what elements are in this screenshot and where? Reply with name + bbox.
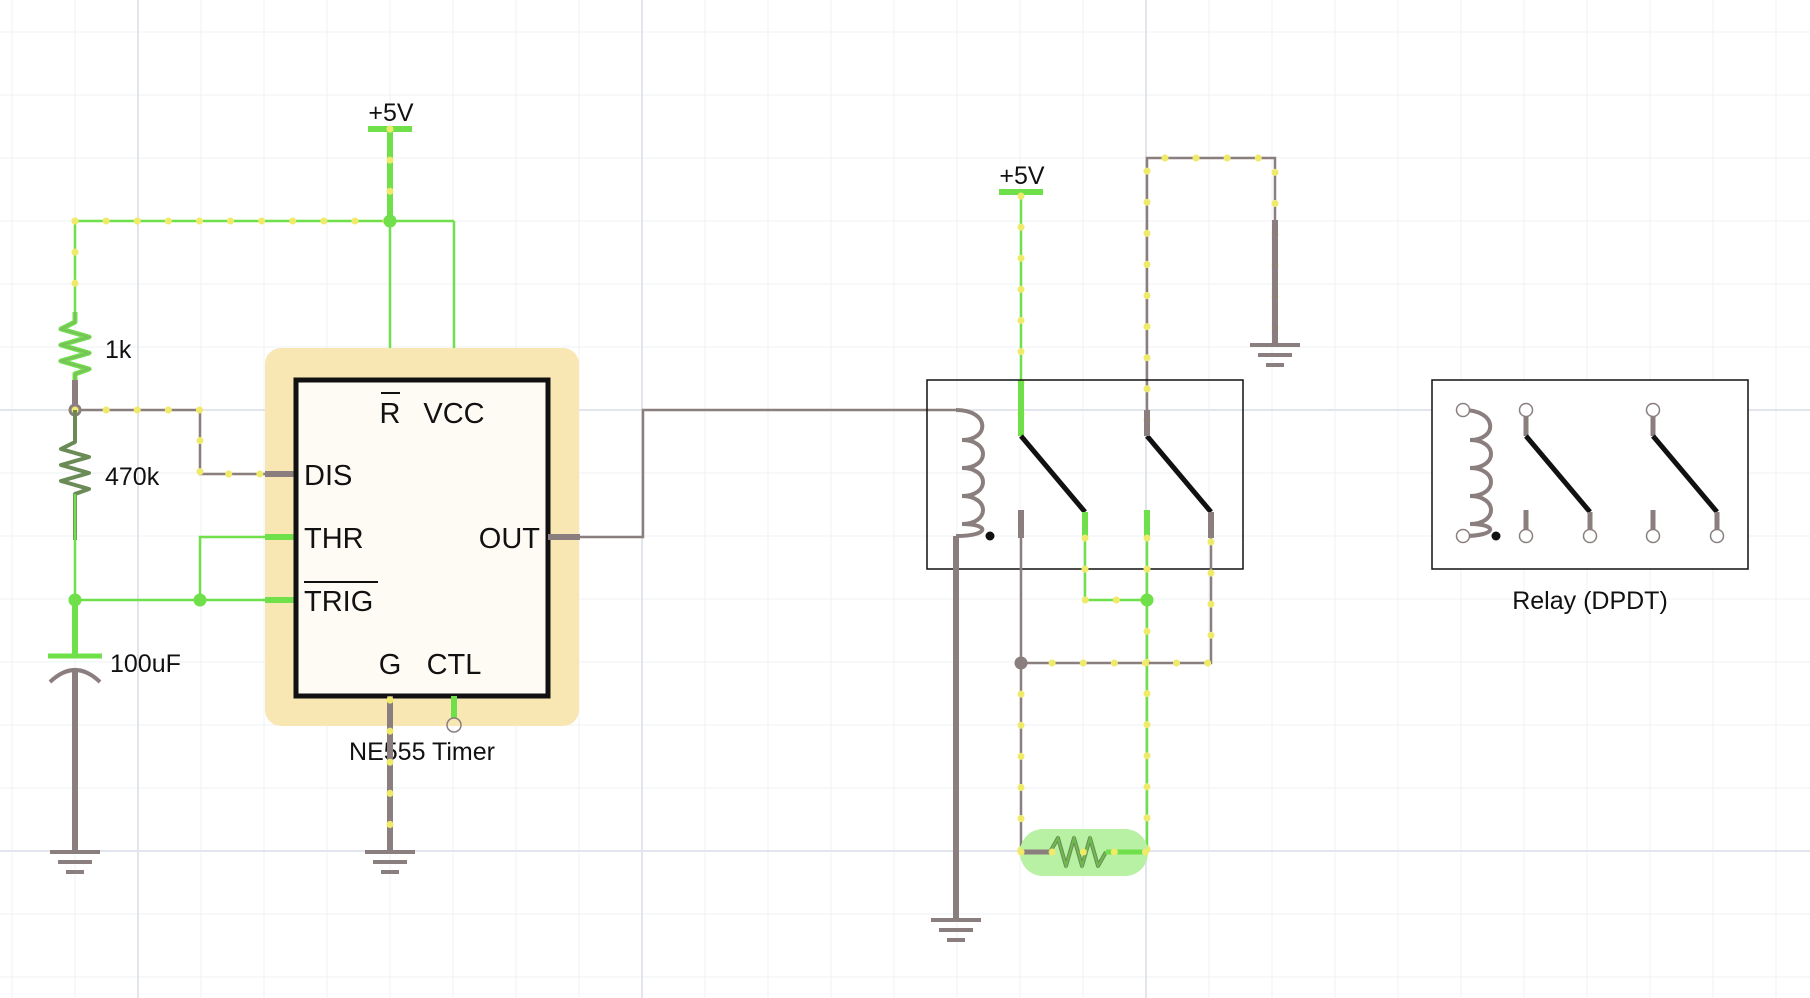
load-resistor[interactable] <box>1017 829 1151 876</box>
wire-thr[interactable] <box>198 535 296 600</box>
relay-switch-1 <box>1019 434 1087 514</box>
resistor-470k-label: 470k <box>105 463 160 491</box>
vcc-supply-left[interactable]: +5V <box>368 99 414 132</box>
pin-thr: THR <box>304 523 364 555</box>
resistor-470k[interactable]: 470k <box>59 410 160 540</box>
pin-gnd: G <box>379 649 402 681</box>
relay-circuit: +5V <box>926 154 1300 942</box>
dpdt-coil <box>1462 408 1493 538</box>
pin-reset: R <box>380 398 401 430</box>
resistor-1k-label: 1k <box>105 336 132 364</box>
junction-relay-nc <box>1014 656 1028 670</box>
wire-out-to-relay[interactable] <box>580 408 956 539</box>
junction-vcc <box>383 214 397 228</box>
ne555-timer[interactable]: R VCC DIS THR OUT TRIG G CTL NE555 Timer <box>265 348 579 766</box>
junction-relay-no <box>1140 593 1154 607</box>
vcc-label-right: +5V <box>999 162 1045 190</box>
pin-trig: TRIG <box>304 586 373 618</box>
junction-thr-trig <box>193 593 207 607</box>
capacitor-label: 100uF <box>110 650 181 678</box>
pin-dis: DIS <box>304 460 352 492</box>
vcc-supply-right[interactable]: +5V <box>999 162 1045 195</box>
resistor-1k[interactable]: 1k <box>57 312 132 380</box>
pin-vcc: VCC <box>423 398 484 430</box>
ground-left-1[interactable] <box>50 850 100 874</box>
capacitor-100uf[interactable]: 100uF <box>48 600 181 852</box>
wire-common-2[interactable] <box>1145 156 1277 436</box>
ground-relay-top[interactable] <box>1250 343 1300 367</box>
timer-circuit: +5V 1k 470k <box>48 99 956 874</box>
ground-left-2[interactable] <box>365 850 415 874</box>
pin-out: OUT <box>479 523 541 555</box>
ground-relay-coil[interactable] <box>931 918 981 942</box>
relay-dpdt-label: Relay (DPDT) <box>1512 587 1668 615</box>
pin-ctl: CTL <box>427 649 482 681</box>
relay-dpdt-part[interactable]: Relay (DPDT) <box>1431 379 1749 615</box>
timer-label: NE555 Timer <box>349 738 495 766</box>
relay-switch-2 <box>1145 434 1213 514</box>
vcc-label-left: +5V <box>368 99 414 127</box>
relay-coil <box>955 408 985 538</box>
